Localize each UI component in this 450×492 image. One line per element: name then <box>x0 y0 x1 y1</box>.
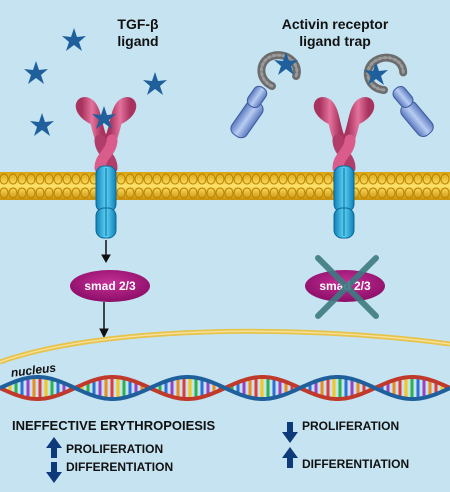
tgf-beta-label-line2: ligand <box>117 33 159 49</box>
ineffective-erythropoiesis-label: INEFFECTIVE ERYTHROPOIESIS <box>12 418 216 433</box>
ligand-star-icon <box>24 61 48 84</box>
ligand-star-icon <box>30 113 54 136</box>
ligand-star-icon <box>143 72 167 95</box>
smad-right-label: smad 2/3 <box>319 279 371 293</box>
ligand-trap-label-line1: Activin receptor <box>281 16 389 32</box>
ligand-trap-left <box>230 52 299 139</box>
smad-left-shape <box>70 270 150 302</box>
ligand-trap-right <box>364 55 434 137</box>
arrow-down-icon <box>46 462 62 483</box>
arrow-up-icon <box>282 447 298 468</box>
left-proliferation-label: PROLIFERATION <box>66 442 164 456</box>
signal-arrow-receptor-to-smad <box>101 240 111 264</box>
signal-arrow-smad-to-nucleus <box>99 302 109 339</box>
tgf-beta-ligand-label: TGF-β ligand <box>100 16 176 50</box>
tgf-beta-label-line1: TGF-β <box>117 16 159 32</box>
ligand-star-icon <box>62 28 86 51</box>
right-differentiation-label: DIFFERENTIATION <box>302 457 410 471</box>
arrow-up-icon <box>46 437 62 458</box>
receptor-right <box>313 97 375 239</box>
arrow-down-icon <box>282 422 298 443</box>
cell-membrane <box>0 172 450 200</box>
right-proliferation-label: PROLIFERATION <box>302 419 400 433</box>
dna-helix <box>0 375 450 401</box>
ligand-trap-label-line2: ligand trap <box>299 33 371 49</box>
receptor-left <box>75 97 137 239</box>
left-differentiation-label: DIFFERENTIATION <box>66 460 174 474</box>
smad-left-label: smad 2/3 <box>84 279 136 293</box>
ligand-trap-label: Activin receptor ligand trap <box>250 16 420 50</box>
